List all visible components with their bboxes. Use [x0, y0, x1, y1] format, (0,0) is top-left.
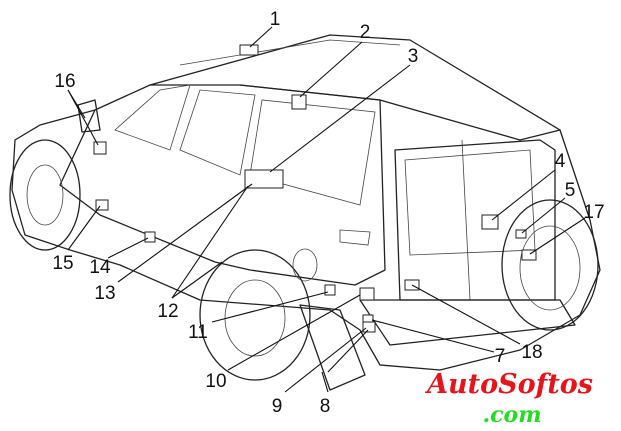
car-outline	[9, 34, 601, 391]
callout-16: 16	[54, 71, 75, 92]
watermark-text: AutoSoftos	[424, 369, 593, 400]
callout-9: 9	[272, 396, 283, 417]
callout-2: 2	[360, 22, 371, 43]
callout-4: 4	[555, 151, 566, 172]
callout-10: 10	[205, 371, 226, 392]
callout-11: 11	[188, 322, 208, 343]
callout-3: 3	[408, 46, 419, 67]
callout-15: 15	[52, 253, 73, 274]
watermark-domain: .com	[482, 402, 541, 428]
watermark: AutoSoftos .com	[424, 369, 593, 428]
callout-1: 1	[270, 9, 281, 30]
callout-17: 17	[583, 202, 604, 223]
leader-lines	[67, 26, 586, 393]
callout-14: 14	[89, 257, 111, 278]
callout-5: 5	[565, 180, 576, 201]
callout-12: 12	[157, 301, 178, 322]
callout-18: 18	[521, 342, 542, 363]
callout-8: 8	[320, 396, 331, 417]
callout-7: 7	[495, 346, 506, 367]
callout-13: 13	[94, 283, 115, 304]
callout-numbers: 1 2 3 16 4 5 17 15 14 13 12 11 10 9 8 7 …	[52, 9, 604, 417]
